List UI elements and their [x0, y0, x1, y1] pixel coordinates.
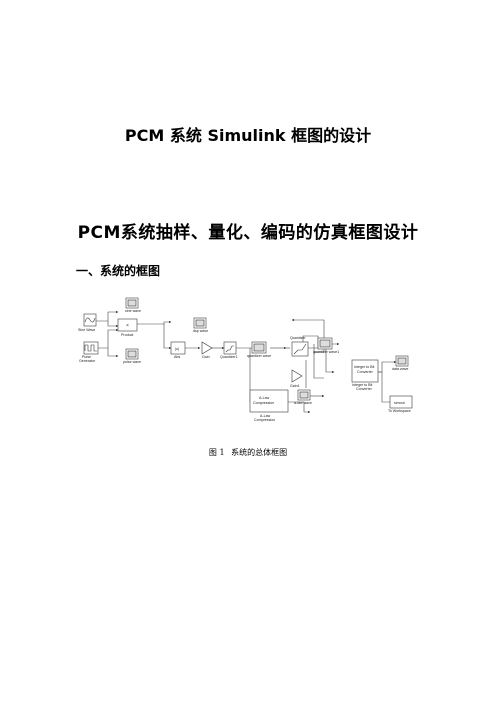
- svg-text:×: ×: [126, 323, 129, 329]
- label-sine-wave: Sine Wave: [78, 328, 95, 332]
- label-quantizer-wave1: quantizer wave1: [313, 350, 339, 354]
- product-block: [117, 318, 138, 332]
- label-alaw-wave: a-law wave: [294, 401, 312, 405]
- label-simout: simout: [394, 401, 405, 405]
- label-pulse-generator-2: Generator: [79, 359, 96, 363]
- label-int-to-bit-out-1: Integer to Bit: [352, 383, 372, 387]
- figure-caption: 图 1 系统的总体框图: [0, 447, 496, 458]
- label-quantizer-wave: quantizer wave: [247, 354, 271, 358]
- label-pulse-scope: pulse wave: [123, 360, 141, 364]
- gain1-triangle: [291, 369, 303, 383]
- label-alaw-in-2: Compression: [253, 401, 274, 405]
- svg-text:|u|: |u|: [175, 346, 179, 351]
- alaw-compression-block: [249, 389, 289, 413]
- system-block-diagram: × |u| Sine Wave Pulse Generator Product …: [76, 292, 418, 430]
- label-quantizer1: Quantizer1: [220, 355, 238, 359]
- caption-number: 图 1: [208, 448, 225, 457]
- label-to-workspace: To Workspace: [388, 409, 411, 413]
- label-dsp-scope: dsp wave: [193, 329, 208, 333]
- label-alaw-out-1: A-Law: [260, 414, 271, 418]
- label-alaw-in-1: A-Law: [259, 396, 270, 400]
- label-int-to-bit-in-2: Converter: [357, 370, 374, 374]
- label-pulse-generator-1: Pulse: [82, 355, 91, 359]
- section-title: PCM系统抽样、量化、编码的仿真框图设计: [77, 223, 419, 243]
- label-sine-wave-scope: sine wave: [125, 309, 141, 313]
- int-to-bit-block: [351, 359, 379, 383]
- label-product: Product: [121, 333, 133, 337]
- quantizer1-block: [223, 341, 237, 355]
- to-workspace-block: [389, 395, 413, 409]
- subsection-title: 一、系统的框图: [76, 264, 161, 278]
- label-gain: Gain: [202, 355, 210, 359]
- document-title: PCM 系统 Simulink 框图的设计: [124, 126, 372, 145]
- abs-block: [170, 341, 186, 355]
- label-quantizer: Quantizer: [290, 336, 306, 340]
- caption-text: 系统的总体框图: [231, 448, 288, 457]
- label-gain1: Gain1: [290, 384, 300, 388]
- simulink-diagram-svg: × |u| Sine Wave Pulse Generator Product …: [78, 297, 413, 422]
- label-abs: Abs: [174, 355, 180, 359]
- label-int-to-bit-in-1: Integer to Bit: [354, 365, 374, 369]
- label-alaw-out-2: Compression: [254, 418, 275, 422]
- gain-triangle: [201, 341, 213, 355]
- label-int-to-bit-out-2: Converter: [356, 387, 373, 391]
- quantizer-block: [291, 341, 309, 357]
- label-data-wave: data wave: [392, 367, 408, 371]
